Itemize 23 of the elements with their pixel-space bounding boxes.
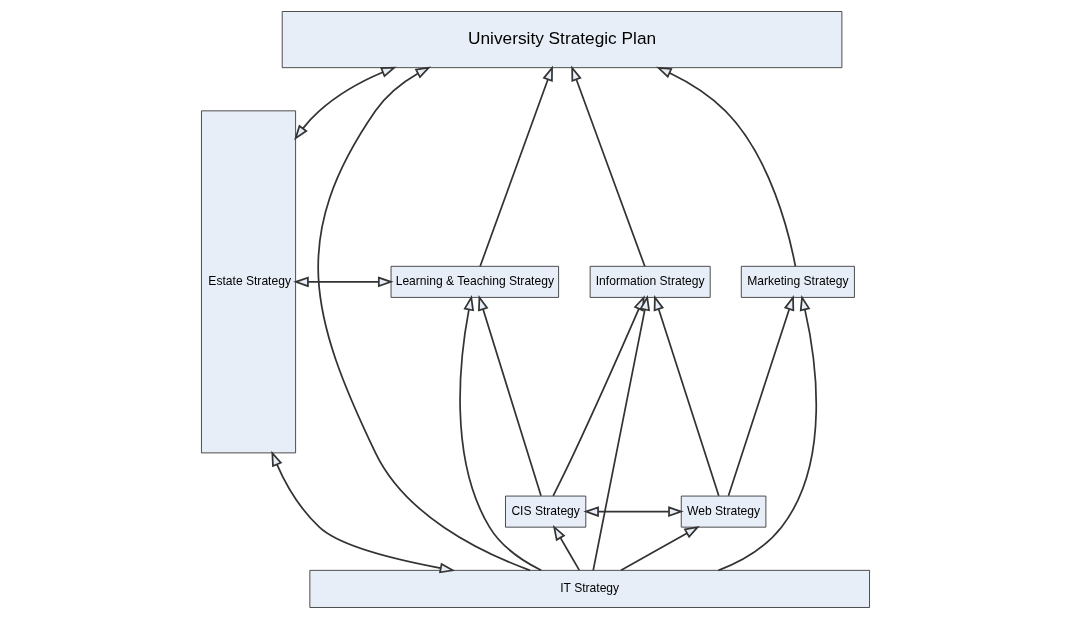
- arrow: [458, 295, 542, 572]
- node-box: Marketing Strategy: [740, 265, 855, 298]
- node-box: Learning & Teaching Strategy: [390, 265, 559, 298]
- arrow: [717, 295, 817, 572]
- arrow: [552, 524, 580, 571]
- arrow: [570, 65, 646, 268]
- arrow: [270, 450, 455, 574]
- arrow: [655, 66, 796, 268]
- arrow: [317, 66, 531, 572]
- node-box: Estate Strategy: [200, 110, 296, 454]
- arrow: [478, 65, 553, 268]
- arrow: [477, 294, 542, 497]
- node-box: University Strategic Plan: [281, 11, 842, 69]
- arrow: [653, 294, 720, 497]
- node-box: CIS Strategy: [504, 495, 586, 528]
- arrow: [293, 66, 397, 141]
- arrow: [292, 276, 394, 288]
- node-box: Web Strategy: [680, 495, 766, 528]
- arrow: [582, 506, 684, 518]
- arrow: [727, 294, 794, 497]
- node-box: Information Strategy: [589, 265, 711, 298]
- node-box: IT Strategy: [308, 569, 870, 608]
- arrow: [619, 525, 700, 572]
